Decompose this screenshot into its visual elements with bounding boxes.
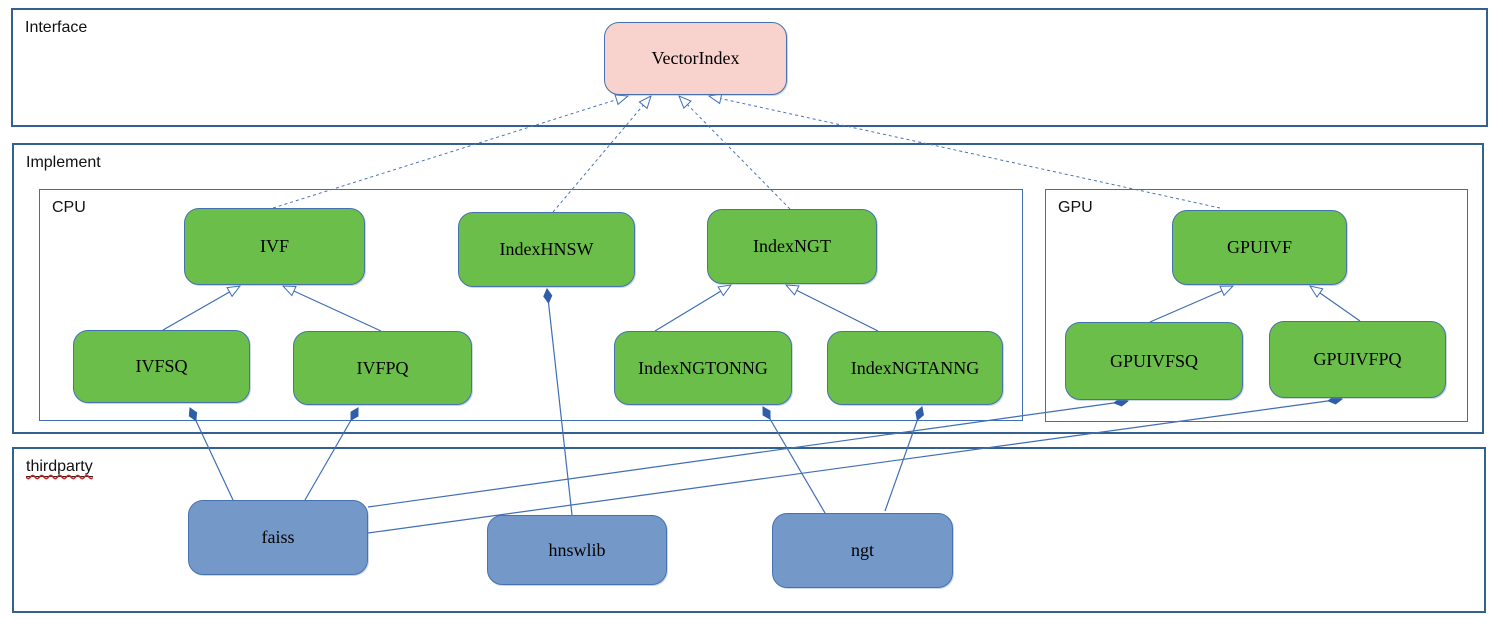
node-vectorindex-label: VectorIndex	[651, 48, 740, 68]
node-gpuivf[interactable]: GPUIVF	[1172, 210, 1347, 285]
node-ivf-label: IVF	[259, 236, 289, 256]
section-gpu-label: GPU	[1058, 199, 1093, 216]
node-indexhnsw[interactable]: IndexHNSW	[458, 212, 635, 287]
node-ivfpq-label: IVFPQ	[356, 357, 409, 378]
node-gpuivfpq-label: GPUIVFPQ	[1313, 349, 1402, 369]
node-hnswlib[interactable]: hnswlib	[487, 515, 667, 585]
node-gpuivfpq[interactable]: GPUIVFPQ	[1269, 321, 1446, 398]
node-indexngtonng[interactable]: IndexNGTONNG	[614, 331, 792, 405]
node-gpuivf-label: GPUIVF	[1226, 237, 1292, 257]
node-vectorindex[interactable]: VectorIndex	[604, 22, 787, 95]
node-ivfsq-label: IVFSQ	[135, 356, 188, 376]
node-faiss-label: faiss	[261, 527, 295, 547]
node-ivfpq[interactable]: IVFPQ	[293, 331, 472, 405]
node-gpuivfsq-label: GPUIVFSQ	[1109, 350, 1199, 371]
node-indexngtanng[interactable]: IndexNGTANNG	[827, 331, 1003, 405]
node-indexngt-label: IndexNGT	[753, 236, 831, 256]
node-ngt[interactable]: ngt	[772, 513, 953, 588]
node-ivf[interactable]: IVF	[184, 208, 365, 285]
node-indexngtonng-label: IndexNGTONNG	[638, 357, 768, 378]
node-faiss[interactable]: faiss	[188, 500, 368, 575]
node-indexngtanng-label: IndexNGTANNG	[850, 357, 980, 378]
node-indexngt[interactable]: IndexNGT	[707, 209, 877, 284]
section-implement-label: Implement	[26, 154, 101, 171]
section-thirdparty-label: thirdparty	[26, 458, 93, 477]
node-ngt-label: ngt	[850, 540, 874, 560]
node-gpuivfsq[interactable]: GPUIVFSQ	[1065, 322, 1243, 400]
node-indexhnsw-label: IndexHNSW	[499, 239, 594, 259]
section-interface-label: Interface	[25, 19, 88, 36]
node-hnswlib-label: hnswlib	[548, 539, 606, 560]
node-ivfsq[interactable]: IVFSQ	[73, 330, 250, 403]
section-cpu-label: CPU	[52, 199, 86, 216]
